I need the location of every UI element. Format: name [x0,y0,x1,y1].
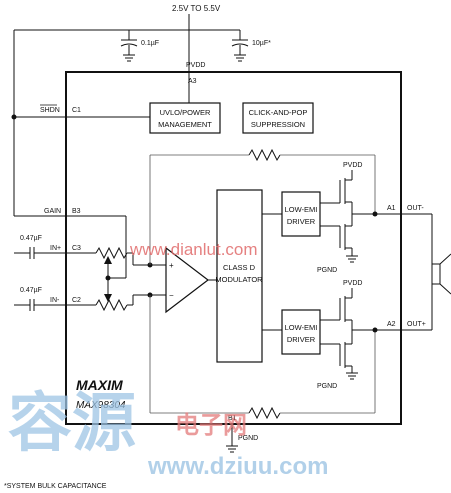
a3-pin-label: A3 [188,78,197,85]
svg-text:−: − [169,291,174,300]
supply-voltage-label: 2.5V TO 5.5V [172,4,221,13]
in-minus-pin-label: IN- [50,297,60,304]
bottom-pvdd-label: PVDD [343,280,362,287]
low-emi-driver-top [281,191,321,237]
bottom-output-stage: LOW-EMI DRIVER PVDD PGND A2 OUT+ [281,280,432,390]
click-pop-line-2: SUPPRESSION [251,120,305,129]
pvdd-pin-label: PVDD [186,62,205,69]
control-section: SHDN C1 UVLO/POWER MANAGEMENT CLICK-AND-… [11,102,314,134]
svg-text:+: + [169,261,174,270]
c3-pin-label: C3 [72,245,81,252]
chip-outline [65,71,402,425]
a1-pin-label: A1 [387,205,396,212]
top-output-stage: LOW-EMI DRIVER PVDD PGND A1 OUT- [281,162,432,274]
cap-10uf-label: 10µF* [252,40,271,47]
cap-in-minus-label: 0.47µF [20,287,42,294]
c1-pin-label: C1 [72,107,81,114]
footnote: *SYSTEM BULK CAPACITANCE [4,483,107,490]
branding: MAXIM MAX98304 [76,377,126,411]
out-plus-label: OUT+ [407,321,426,328]
cap-in-plus-label: 0.47µF [20,235,42,242]
uvlo-line-1: UVLO/POWER [160,108,211,117]
part-number: MAX98304 [76,400,126,411]
input-section: GAIN B3 0.47µF IN+ C3 0.47µF IN- C2 [14,208,166,312]
top-pvdd-label: PVDD [343,162,362,169]
cap-0p1uf-label: 0.1µF [141,40,159,47]
driver-top-line-1: LOW-EMI [285,205,318,214]
top-pgnd-label: PGND [317,267,337,274]
class-d-line-1: CLASS D [223,263,256,272]
click-pop-block [242,102,314,134]
watermark-url-bottom: www.dziuu.com [147,453,328,480]
bottom-pgnd-label: PGND [317,383,337,390]
out-minus-label: OUT- [407,205,424,212]
pgnd-pin-label: PGND [238,435,258,442]
driver-bottom-line-1: LOW-EMI [285,323,318,332]
b3-pin-label: B3 [72,208,81,215]
driver-top-line-2: DRIVER [287,217,316,226]
in-plus-pin-label: IN+ [50,245,61,252]
gain-pin-label: GAIN [44,208,61,215]
pgnd-section: B1 PGND [226,415,258,453]
speaker-symbol [431,214,451,330]
amplifier-section: + − [149,148,376,420]
shdn-pin-label: SHDN [40,107,60,114]
b1-pin-label: B1 [228,415,237,422]
driver-bottom-line-2: DRIVER [287,335,316,344]
low-emi-driver-bottom [281,309,321,355]
a2-pin-label: A2 [387,321,396,328]
supply-section: 2.5V TO 5.5V 0.1µF 10µF* PVDD A3 [13,4,271,216]
click-pop-line-1: CLICK-AND-POP [249,108,308,117]
maxim-logo: MAXIM [76,377,123,393]
class-d-modulator-block [216,189,263,363]
uvlo-power-block [149,102,221,134]
c2-pin-label: C2 [72,297,81,304]
op-amp-symbol [165,246,209,314]
modulator-section: CLASS D MODULATOR [215,189,282,363]
uvlo-line-2: MANAGEMENT [158,120,212,129]
class-d-line-2: MODULATOR [215,275,263,284]
